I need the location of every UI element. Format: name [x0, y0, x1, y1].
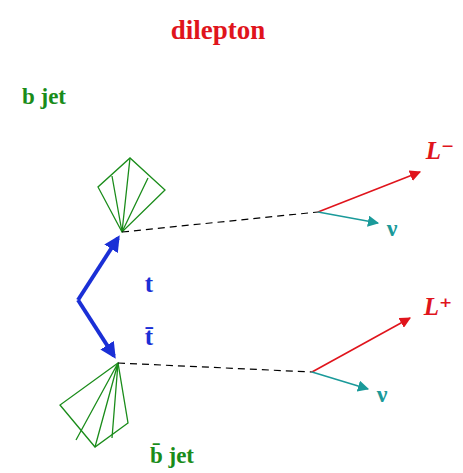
w-boson-line [118, 363, 312, 372]
cone-outline [98, 158, 165, 232]
diagram-title: dilepton [171, 17, 266, 44]
bbar-jet-cone [60, 363, 128, 447]
w-boson-lines [118, 212, 318, 372]
lepton-label: L⁻ [426, 138, 454, 163]
lepton-label: L⁺ [424, 294, 452, 319]
b-jet-cone [98, 158, 165, 232]
neutrino-arrows [312, 212, 378, 389]
neutrino-label: ν [387, 216, 398, 240]
cone-outline [60, 363, 128, 447]
cone-lines [112, 158, 148, 232]
jet-label: b̄ jet [150, 444, 194, 467]
cone-lines [76, 363, 118, 447]
lepton-arrows [312, 172, 420, 372]
antitop-arrow [78, 300, 114, 356]
lepton-arrow [312, 318, 410, 372]
top-quark-arrows [78, 238, 118, 356]
quark-label: t [145, 271, 153, 296]
neutrino-label: ν [377, 382, 388, 406]
w-boson-line [122, 212, 318, 232]
neutrino-arrow [312, 372, 368, 389]
neutrino-arrow [318, 212, 378, 223]
jet-label: b jet [22, 85, 66, 108]
top-arrow [78, 238, 118, 300]
quark-label: t̄ [145, 324, 153, 349]
lepton-arrow [318, 172, 420, 212]
